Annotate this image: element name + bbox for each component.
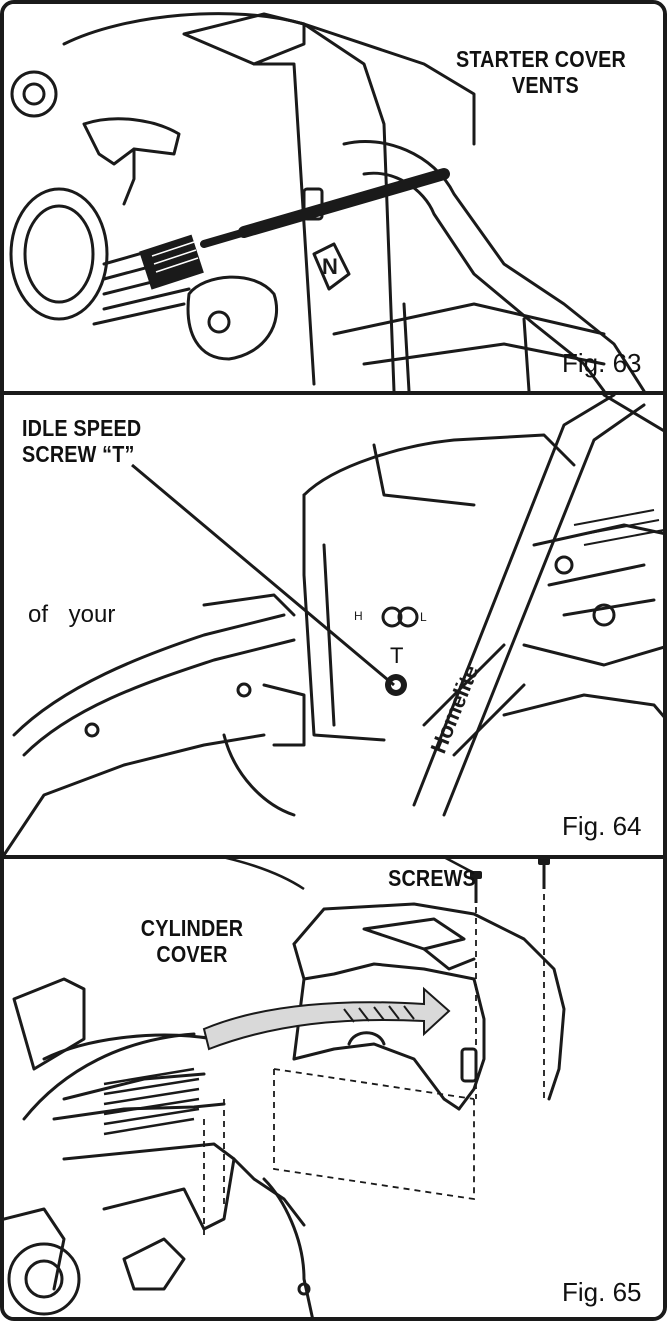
brand-mark-text: Homelite xyxy=(425,661,483,757)
svg-text:L: L xyxy=(420,610,427,624)
body-text-fragment: of your xyxy=(28,601,116,628)
figure-63-label: Fig. 63 xyxy=(562,348,642,378)
callout-cylinder: CYLINDER xyxy=(140,915,244,941)
callout-cover: COVER xyxy=(156,941,228,967)
callout-screw-t: SCREW “T” xyxy=(22,441,135,467)
starter-cover-illustration: N xyxy=(9,12,646,391)
figure-65-panel: SCREWS CYLINDER COVER Fig. 65 xyxy=(4,859,663,1317)
figure-64-label: Fig. 64 xyxy=(562,811,642,841)
figure-64-panel: Homelite H L IDLE SPEED SCREW “T” of you… xyxy=(4,395,663,855)
figure-divider xyxy=(4,855,663,859)
callout-starter-cover: STARTER COVER xyxy=(456,46,627,72)
cylinder-cover-illustration xyxy=(4,859,566,1317)
figure-divider xyxy=(4,391,663,395)
svg-text:H: H xyxy=(354,609,363,623)
figure-65-label: Fig. 65 xyxy=(562,1277,642,1307)
figure-63-panel: N STARTER COVER VENTS Fig. 63 xyxy=(4,4,663,391)
callout-vents: VENTS xyxy=(512,72,579,98)
svg-text:N: N xyxy=(322,254,338,279)
callout-screws: SCREWS xyxy=(388,865,476,891)
idle-speed-screw-illustration: Homelite H L xyxy=(4,395,663,855)
marking-t-label: T xyxy=(390,643,404,668)
callout-idle-speed: IDLE SPEED xyxy=(22,415,142,441)
